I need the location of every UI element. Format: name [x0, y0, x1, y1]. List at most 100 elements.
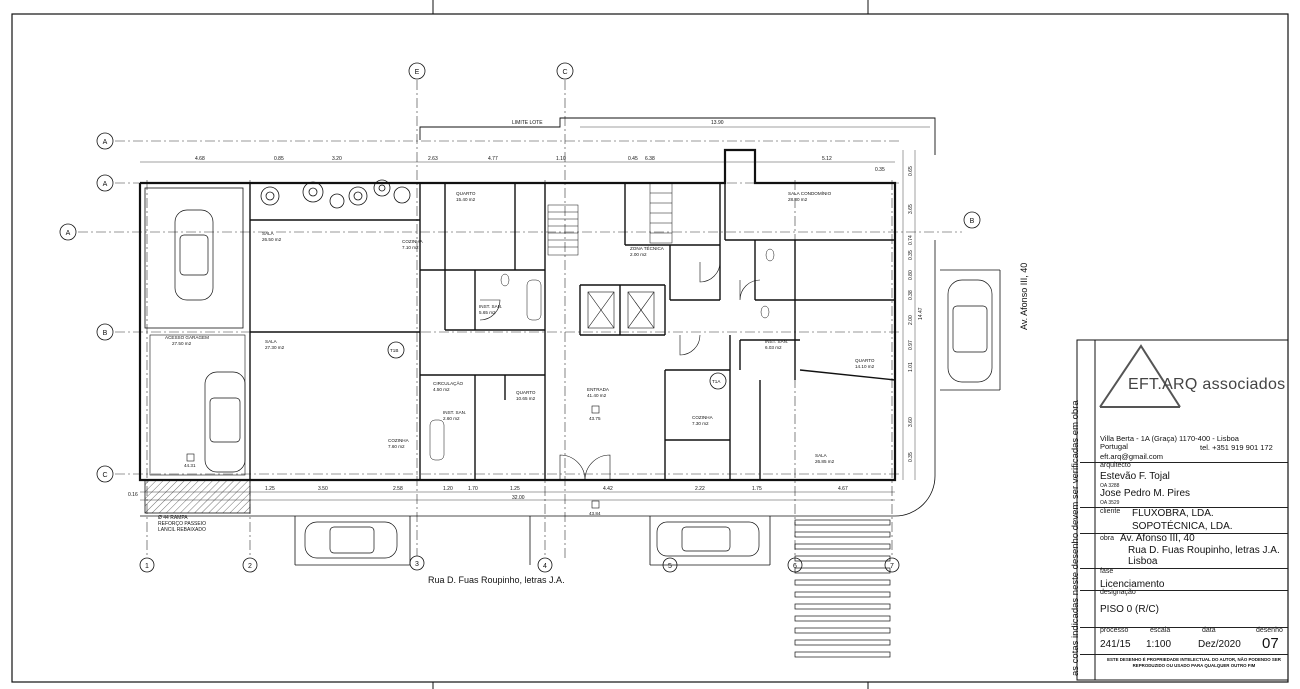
- section-marks: [387, 341, 727, 390]
- room-area: 27.30 m2: [265, 345, 285, 350]
- room-name: SALA: [815, 453, 828, 458]
- bottom-dimensions: 0.16 1.25 3.50 2.58 1.20 1.70 1.25 4.42 …: [128, 486, 848, 501]
- street-level: 43.84: [589, 511, 601, 516]
- room-name: ENTRADA: [587, 387, 610, 392]
- process-label: processo: [1100, 627, 1129, 634]
- room-area: 2.60 m2: [443, 416, 460, 421]
- car-icon: [304, 521, 398, 559]
- process-value: 241/15: [1100, 639, 1131, 650]
- elevators: [587, 291, 655, 329]
- lot-limit-label: LIMITE LOTE: [512, 120, 543, 126]
- client-2: SOPOTÉCNICA, LDA.: [1132, 521, 1233, 532]
- room-area: 26.50 m2: [262, 237, 282, 242]
- dimension-value: 0.35: [908, 452, 914, 462]
- dimension-value: 4.67: [838, 486, 848, 492]
- room-area: 27.50 m2: [172, 341, 192, 346]
- dimension-value: 0.80: [908, 270, 914, 280]
- dimension-value: 0.85: [274, 156, 284, 162]
- work-3: Lisboa: [1128, 556, 1158, 567]
- room-name: COZINHA: [388, 438, 410, 443]
- level-marker: [591, 500, 600, 509]
- parking-level: 44.31: [184, 463, 196, 468]
- room-area: 5.65 m2: [479, 310, 496, 315]
- room-area: 26.85 m2: [815, 459, 835, 464]
- client-1: FLUXOBRA, LDA.: [1132, 508, 1214, 519]
- logo-icon: [1099, 344, 1181, 408]
- car-icon: [656, 521, 760, 557]
- room-name: COZINHA: [692, 415, 714, 420]
- room-area: 14.10 m2: [855, 364, 875, 369]
- dimension-value: 1.70: [468, 486, 478, 492]
- phase-value: Licenciamento: [1100, 579, 1165, 590]
- grid-bubble-col-e: [408, 62, 426, 80]
- car-icon: [947, 279, 993, 383]
- room-name: QUARTO: [516, 390, 536, 395]
- building-outer-walls: [138, 148, 897, 482]
- firm-address-line2: Portugal: [1100, 442, 1128, 451]
- room-area: 4.50 m2: [433, 387, 450, 392]
- level-marker: [186, 453, 195, 462]
- garage-area: [144, 187, 244, 329]
- dimension-value: 1.25: [265, 486, 275, 492]
- dimension-value: 3.65: [908, 204, 914, 214]
- dimension-value: 2.00: [908, 315, 914, 325]
- scale-label: escala: [1150, 627, 1171, 634]
- street-name-right: Av. Afonso III, 40: [1019, 262, 1029, 330]
- dimension-value: 0.74: [908, 235, 914, 245]
- level-marker: [591, 405, 600, 414]
- dimension-value: 0.38: [908, 290, 914, 300]
- room-area: 6.03 m2: [765, 345, 782, 350]
- grid-bubble-right-b: [963, 211, 981, 229]
- drawing-label: desenho: [1256, 627, 1283, 634]
- dimension-value: 1.10: [556, 156, 566, 162]
- grid-bubble-labels: A A A B C E C B 1 2 3 4 5 6 7: [66, 69, 975, 570]
- grid-label: C: [102, 472, 107, 479]
- date-value: Dez/2020: [1198, 639, 1241, 650]
- crosswalk: [794, 519, 891, 658]
- sidewalk-note-text: Ø 44 RAMPA REFORÇO PASSEIO LANCIL REBAIX…: [158, 515, 206, 533]
- right-dimensions: 14.47 0.65 3.65 0.74 0.35 0.80 0.38 2.00…: [908, 166, 924, 462]
- dimension-value: 1.25: [510, 486, 520, 492]
- grid-bubble-row-a2: [96, 174, 114, 192]
- date-label: data: [1202, 627, 1216, 634]
- work-1: Av. Afonso III, 40: [1120, 533, 1195, 544]
- grid-label: 4: [543, 563, 547, 570]
- grid-bubble-row-b: [96, 323, 114, 341]
- dimension-value: 3.50: [318, 486, 328, 492]
- dimension-value: 0.35: [875, 167, 885, 173]
- grid-label: A: [66, 230, 71, 237]
- room-name: COZINHA: [402, 239, 424, 244]
- room-area: 7.60 m2: [388, 444, 405, 449]
- dimension-value: 3.60: [908, 417, 914, 427]
- architect-1: Estevão F. Tojal: [1100, 471, 1170, 482]
- grid-bubble-row-a3: [59, 223, 77, 241]
- room-area: 7.30 m2: [692, 421, 709, 426]
- dimension-value: 1.75: [752, 486, 762, 492]
- room-area: 10.65 m2: [516, 396, 536, 401]
- grid-bubble-row-c: [96, 465, 114, 483]
- dimension-value: 6.38: [645, 156, 655, 162]
- client-label: cliente: [1100, 508, 1121, 515]
- grid-label: A: [103, 181, 108, 188]
- designation-label: designação: [1100, 589, 1136, 596]
- room-area: 2.00 m2: [630, 252, 647, 257]
- grid-label: 3: [415, 561, 419, 568]
- dimension-value: 0.35: [908, 250, 914, 260]
- car-icon: [204, 371, 246, 473]
- dimension-value: 4.68: [195, 156, 205, 162]
- dimension-value: 2.63: [428, 156, 438, 162]
- sidewalk-hatch: [144, 479, 251, 514]
- room-name: QUARTO: [456, 191, 476, 196]
- designation-value: PISO 0 (R/C): [1100, 604, 1159, 615]
- grid-bubble-col-c: [556, 62, 574, 80]
- grid-label: C: [562, 69, 567, 76]
- work-label: obra: [1100, 535, 1115, 542]
- room-area: 28.80 m2: [788, 197, 808, 202]
- staircase: [547, 182, 673, 256]
- grid-label: B: [970, 218, 975, 225]
- grid-bubbles: [59, 62, 981, 573]
- firm-name: EFT.ARQ associados: [1128, 376, 1286, 393]
- work-2: Rua D. Fuas Roupinho, letras J.A.: [1128, 545, 1280, 556]
- room-name: INST. SAN.: [479, 304, 502, 309]
